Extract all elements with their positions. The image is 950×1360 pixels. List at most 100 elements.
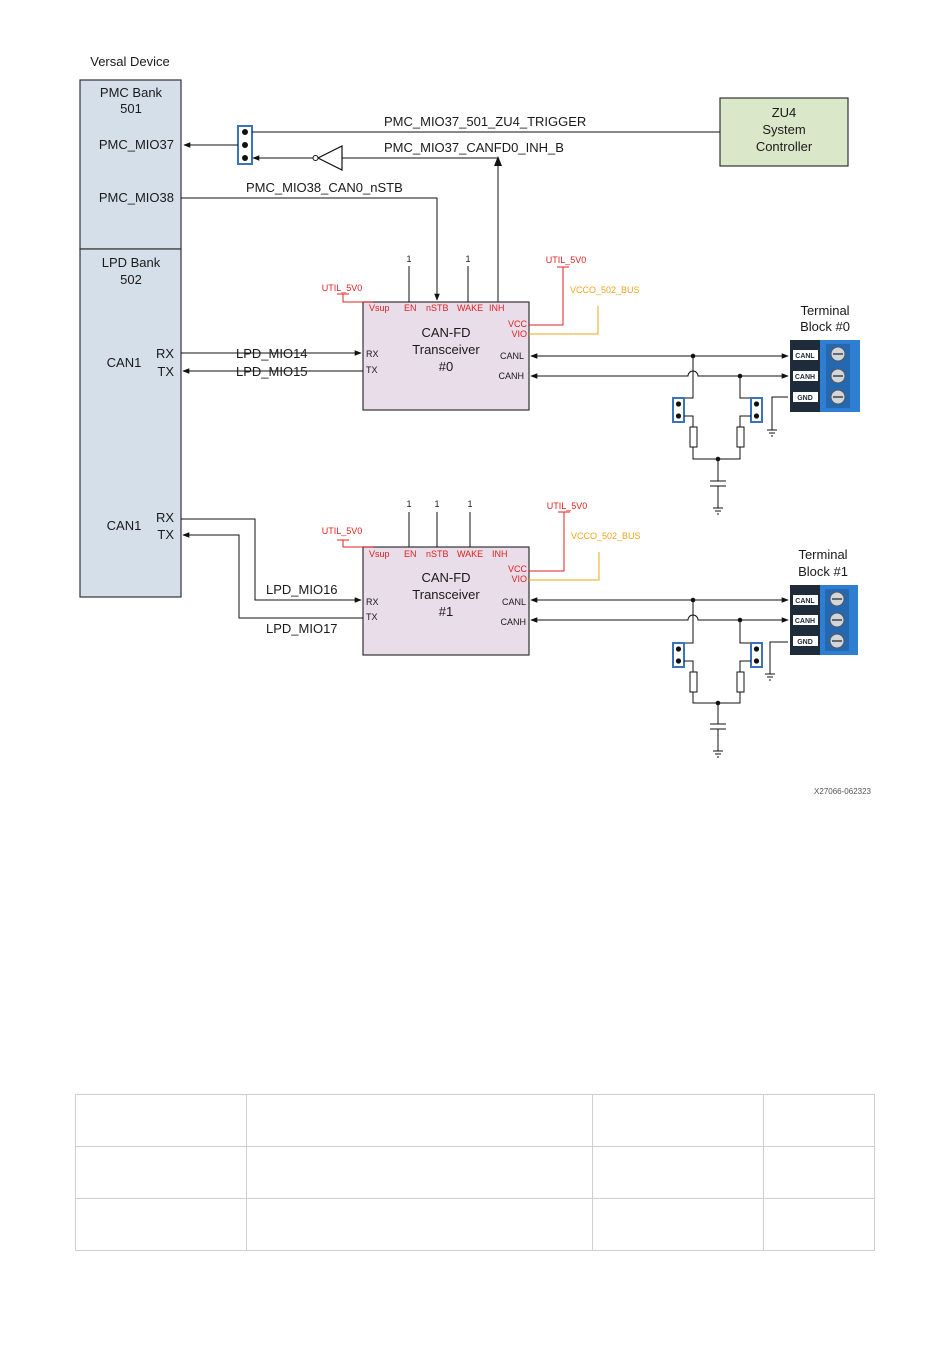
pmc-mio37-label: PMC_MIO37 — [99, 137, 174, 152]
transceiver-1-line1: CAN-FD — [421, 570, 470, 585]
terminal-block-0 — [790, 340, 860, 412]
term-wire-r2-0 — [739, 415, 751, 427]
capacitor-0 — [710, 480, 726, 508]
pin-en-0: EN — [404, 303, 417, 313]
net-lpd-mio17: LPD_MIO17 — [266, 621, 338, 636]
tx-label-b: TX — [157, 527, 174, 542]
wire-lpd-mio17 — [182, 532, 363, 619]
pmc-bank-label: PMC Bank — [100, 85, 163, 100]
pin-wake-1: WAKE — [457, 549, 483, 559]
table-cell — [246, 1146, 593, 1199]
table-cell — [592, 1198, 764, 1251]
pin-inh-0: INH — [489, 303, 505, 313]
term-wire-right-1 — [739, 620, 750, 644]
pin-tx-0: TX — [366, 365, 378, 375]
pin-inh-1: INH — [492, 549, 508, 559]
pin-vsup-1: Vsup — [369, 549, 390, 559]
wire-vsup-0 — [342, 294, 373, 303]
table-cell — [763, 1146, 875, 1199]
en-high-0: 1 — [406, 254, 411, 264]
wire-vio-0 — [529, 306, 599, 335]
wake-high-0: 1 — [465, 254, 470, 264]
rx-label-b: RX — [156, 510, 174, 525]
pin-vcc-0: VCC — [508, 319, 528, 329]
rx-label-a: RX — [156, 346, 174, 361]
net-can0-nstb: PMC_MIO38_CAN0_nSTB — [246, 180, 403, 195]
figure-id: X27066-062323 — [814, 787, 871, 796]
net-lpd-mio15: LPD_MIO15 — [236, 364, 308, 379]
term-wire-l2-0 — [684, 415, 694, 427]
pin-canh-1: CANH — [500, 617, 526, 627]
net-util-5v0-1b: UTIL_5V0 — [547, 501, 588, 511]
terminal-0-canh: CANH — [795, 374, 815, 381]
controller-line1: ZU4 — [772, 105, 797, 120]
pin-nstb-0: nSTB — [426, 303, 449, 313]
pin-canl-1: CANL — [502, 597, 526, 607]
transceiver-0-line3: #0 — [439, 359, 453, 374]
pin-canl-0: CANL — [500, 351, 524, 361]
ground-icon — [765, 673, 775, 681]
device-title: Versal Device — [90, 54, 169, 69]
net-vcco-502-0: VCCO_502_BUS — [570, 285, 640, 295]
table-row — [75, 1146, 875, 1199]
nstb-high-1: 1 — [434, 499, 439, 509]
transceiver-0-line2: Transceiver — [412, 342, 480, 357]
pin-vio-1: VIO — [511, 574, 527, 584]
pin-canh-0: CANH — [498, 371, 524, 381]
terminal-block-1 — [790, 585, 858, 655]
table-cell — [592, 1094, 764, 1147]
pmc-mio38-label: PMC_MIO38 — [99, 190, 174, 205]
controller-line3: Controller — [756, 139, 813, 154]
terminal-1-canh: CANH — [795, 618, 815, 625]
empty-table — [75, 1094, 875, 1251]
table-cell — [246, 1094, 593, 1147]
pin-rx-1: RX — [366, 597, 379, 607]
lpd-bank-number: 502 — [120, 272, 142, 287]
resistor-right-1 — [736, 671, 745, 693]
net-vcco-502-1: VCCO_502_BUS — [571, 531, 641, 541]
transceiver-0-box — [362, 301, 530, 411]
net-lpd-mio14: LPD_MIO14 — [236, 346, 308, 361]
terminal-1-canl: CANL — [795, 598, 815, 605]
table-row — [75, 1198, 875, 1251]
pin-nstb-1: nSTB — [426, 549, 449, 559]
term-wire-right-0 — [739, 376, 750, 399]
term-wire-left-1 — [685, 600, 694, 644]
term-wire-bottom-0 — [692, 447, 741, 460]
wire-inh-arrowhead — [494, 156, 502, 166]
ground-icon — [713, 750, 723, 758]
termination-jumper-right-0 — [750, 397, 763, 423]
wire-vcc-1 — [529, 512, 565, 572]
pmc-bank-box — [79, 79, 182, 250]
termination-jumper-left-0 — [672, 397, 685, 423]
en-high-1: 1 — [406, 499, 411, 509]
gnd-wire-1 — [769, 641, 788, 674]
transceiver-1-line2: Transceiver — [412, 587, 480, 602]
table-cell — [75, 1094, 247, 1147]
controller-line2: System — [762, 122, 805, 137]
term-wire-left-0 — [685, 356, 694, 399]
table-row — [75, 1094, 875, 1147]
transceiver-0-line1: CAN-FD — [421, 325, 470, 340]
terminal-1-line2: Block #1 — [798, 564, 848, 579]
resistor-left-1 — [689, 671, 698, 693]
pin-en-1: EN — [404, 549, 417, 559]
canh-bus-1 — [530, 614, 789, 623]
net-util-5v0-0a: UTIL_5V0 — [322, 283, 363, 293]
resistor-right-0 — [736, 426, 745, 448]
wire-lpd-mio16 — [181, 518, 362, 603]
terminal-0-gnd: GND — [797, 395, 813, 402]
resistor-left-0 — [689, 426, 698, 448]
table-cell — [763, 1198, 875, 1251]
canh-bus-0 — [530, 370, 789, 379]
pin-vio-0: VIO — [511, 329, 527, 339]
term-wire-l2-1 — [684, 660, 694, 672]
terminal-0-line1: Terminal — [800, 303, 849, 318]
wire-vcc-0 — [529, 267, 564, 326]
table-cell — [75, 1198, 247, 1251]
transceiver-1-line3: #1 — [439, 604, 453, 619]
term-wire-r2-1 — [739, 660, 751, 672]
mio37-jumper — [237, 125, 253, 165]
terminal-1-line1: Terminal — [798, 547, 847, 562]
